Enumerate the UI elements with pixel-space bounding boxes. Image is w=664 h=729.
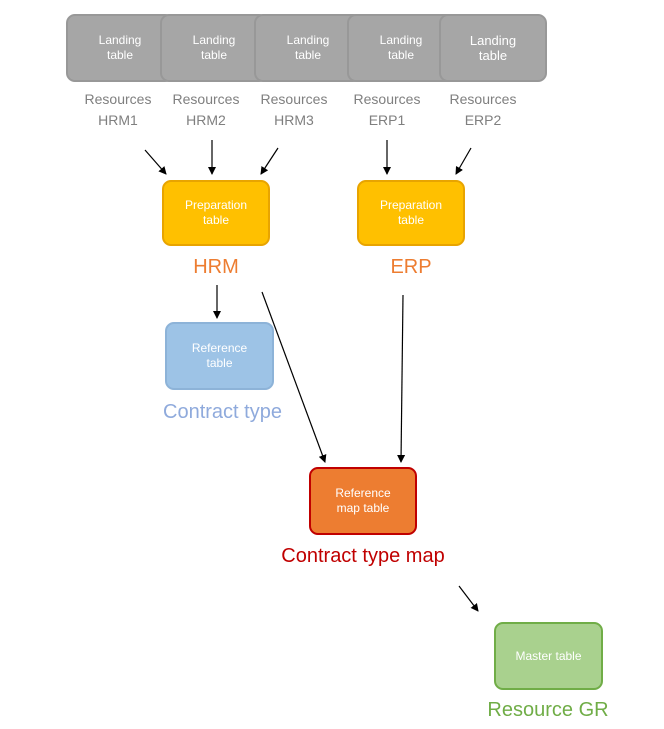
landing-table-hrm2: Landing table — [160, 14, 268, 82]
arrow-hrm3-to-prep-hrm — [260, 147, 279, 175]
preparation-label-erp: ERP — [390, 256, 432, 278]
master-table: Master table — [494, 622, 603, 690]
source-label-hrm3: Resources HRM3 — [260, 91, 328, 128]
reference-table: Reference table — [165, 322, 274, 390]
arrow-erp2-to-prep-erp — [455, 147, 472, 175]
landing-table-erp2: Landing table — [439, 14, 547, 82]
landing-table-hrm1: Landing table — [66, 14, 174, 82]
master-label: Resource GR — [487, 699, 609, 721]
landing-table-hrm3: Landing table — [254, 14, 362, 82]
preparation-table-erp: Preparation table — [357, 180, 465, 246]
preparation-table-hrm: Preparation table — [162, 180, 270, 246]
preparation-label-hrm: HRM — [193, 256, 239, 278]
arrow-map-to-master — [458, 585, 479, 612]
source-label-erp2: Resources ERP2 — [449, 91, 517, 128]
reference-map-label: Contract type map — [281, 545, 445, 567]
reference-map-table: Reference map table — [309, 467, 417, 535]
arrow-hrm1-to-prep-hrm — [144, 149, 167, 175]
arrow-hrm-to-reference-map — [261, 291, 327, 463]
source-label-erp1: Resources ERP1 — [353, 91, 421, 128]
arrow-erp-to-reference-map — [397, 294, 406, 463]
source-label-hrm2: Resources HRM2 — [172, 91, 240, 128]
reference-label: Contract type — [163, 401, 282, 423]
source-label-hrm1: Resources HRM1 — [84, 91, 152, 128]
